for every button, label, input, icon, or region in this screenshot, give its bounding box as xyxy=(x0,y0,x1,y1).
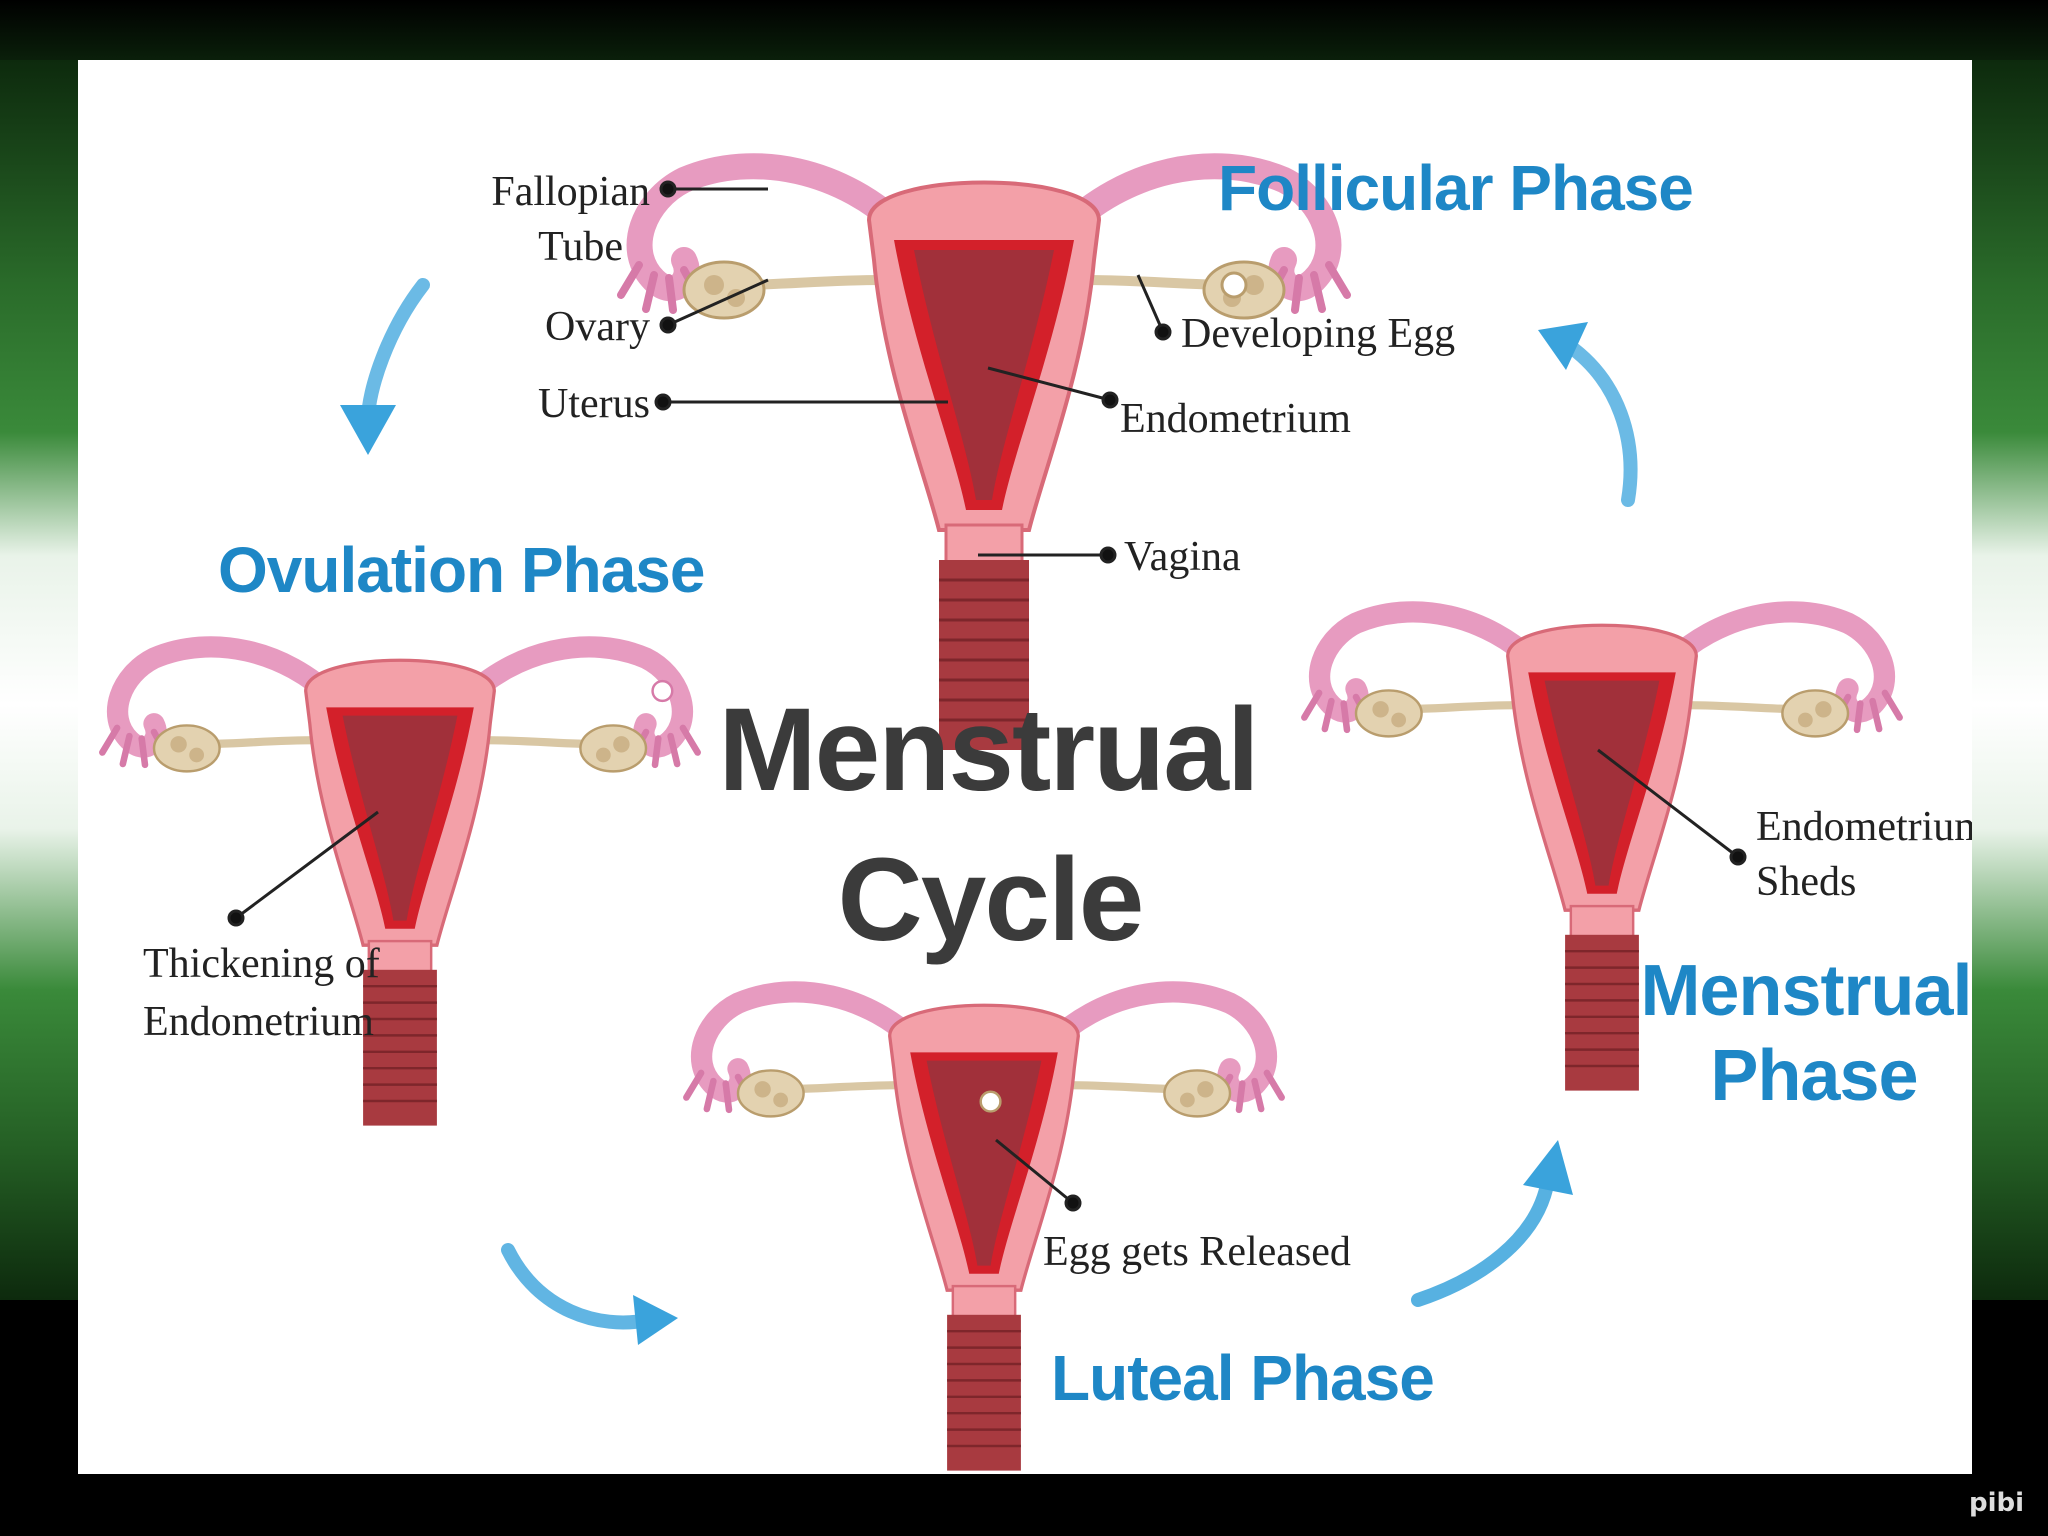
luteal-leaders xyxy=(995,1138,1082,1212)
slide: Fallopian Tube Ovary Uterus Developing E… xyxy=(78,60,1972,1474)
label-egg-released: Egg gets Released xyxy=(1043,1229,1351,1275)
title-menstrual-phase-2: Phase xyxy=(1710,1036,1917,1116)
label-ovary: Ovary xyxy=(545,304,650,350)
arrow-luteal-to-menstrual xyxy=(1411,1140,1573,1307)
left-frame-decoration xyxy=(0,60,80,1300)
label-fallopian-1: Fallopian xyxy=(491,169,650,215)
title-luteal-phase: Luteal Phase xyxy=(1051,1342,1434,1414)
label-endometrium-sheds-1: Endometrium xyxy=(1756,804,1972,850)
menstrual-cycle-diagram: Fallopian Tube Ovary Uterus Developing E… xyxy=(78,152,1972,1474)
label-endometrium: Endometrium xyxy=(1120,396,1351,442)
label-vagina: Vagina xyxy=(1124,534,1241,580)
top-band xyxy=(0,0,2048,60)
arrow-ovulation-to-luteal xyxy=(501,1243,678,1345)
title-follicular-phase: Follicular Phase xyxy=(1218,152,1693,224)
arrow-menstrual-to-follicular xyxy=(1538,322,1638,507)
arrow-follicular-to-ovulation xyxy=(340,278,430,455)
title-menstrual-phase-1: Menstrual xyxy=(1640,951,1971,1031)
label-thickening-2: Endometrium xyxy=(143,999,374,1045)
uterus-luteal xyxy=(686,992,1281,1471)
label-thickening-1: Thickening of xyxy=(143,941,380,987)
label-endometrium-sheds-2: Sheds xyxy=(1756,859,1856,905)
label-developing-egg: Developing Egg xyxy=(1181,311,1455,357)
uterus-ovulation xyxy=(102,647,697,1126)
title-ovulation-phase: Ovulation Phase xyxy=(218,534,704,606)
label-fallopian-2: Tube xyxy=(538,224,623,270)
center-title-line2: Cycle xyxy=(838,834,1143,966)
uterus-follicular xyxy=(621,166,1347,750)
label-uterus: Uterus xyxy=(538,381,650,427)
ovulation-leaders xyxy=(227,810,379,927)
watermark: pibi xyxy=(1968,1488,2024,1518)
menstrual-leaders xyxy=(1597,748,1747,866)
follicular-leaders xyxy=(654,180,1172,564)
right-frame-decoration xyxy=(1968,60,2048,1300)
center-title-line1: Menstrual xyxy=(718,684,1257,816)
